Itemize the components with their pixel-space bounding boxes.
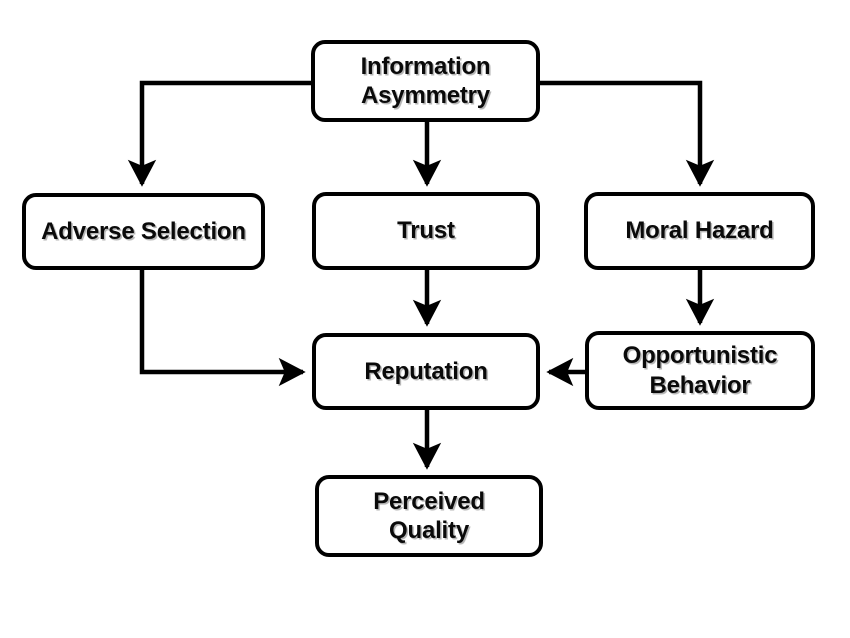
node-perceived-quality[interactable]: Perceived Quality [315,475,543,557]
node-label-information-asymmetry: Information Asymmetry [360,52,491,109]
node-label-perceived-quality: Perceived Quality [373,487,485,544]
node-adverse-selection[interactable]: Adverse Selection [22,193,265,270]
node-reputation[interactable]: Reputation [312,333,540,410]
node-information-asymmetry[interactable]: Information Asymmetry [311,40,540,122]
edge-information-asymmetry-to-adverse-selection [127,80,311,187]
node-opportunistic-behavior[interactable]: Opportunistic Behavior [585,331,815,410]
node-moral-hazard[interactable]: Moral Hazard [584,192,815,270]
node-trust[interactable]: Trust [312,192,540,270]
node-label-reputation: Reputation [364,357,488,385]
node-label-moral-hazard: Moral Hazard [625,217,774,245]
node-label-opportunistic-behavior: Opportunistic Behavior [622,342,778,399]
node-label-trust: Trust [397,217,455,245]
node-label-adverse-selection: Adverse Selection [41,217,246,245]
edge-information-asymmetry-to-moral-hazard [540,80,715,187]
edge-adverse-selection-to-reputation [139,270,306,387]
